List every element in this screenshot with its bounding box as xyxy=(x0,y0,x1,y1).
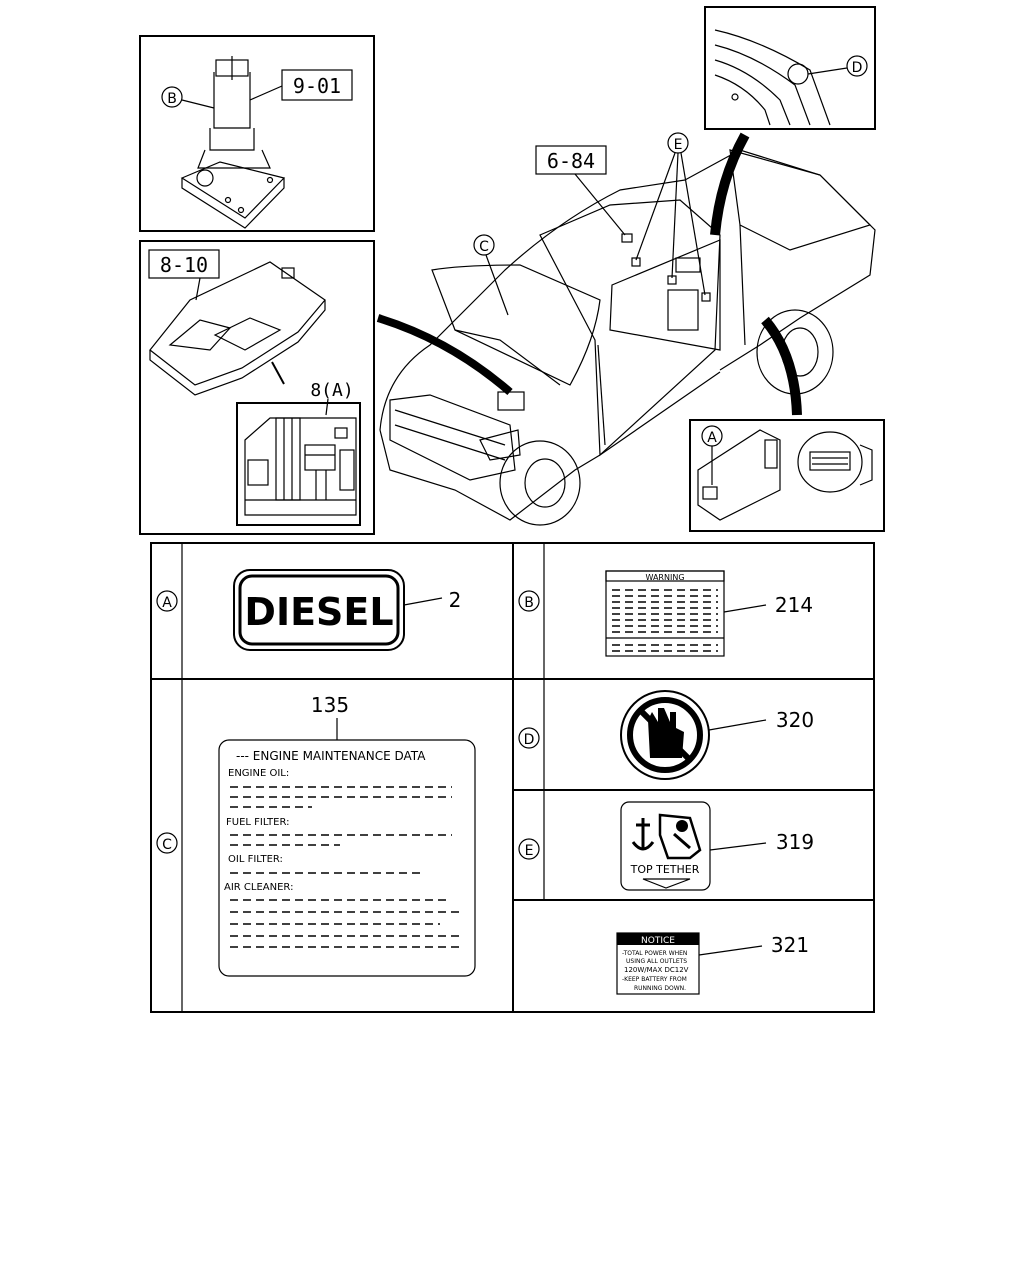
notice-line5: RUNNING DOWN. xyxy=(634,985,686,992)
row-e-letter: E xyxy=(525,843,534,859)
notice-line2: USING ALL OUTLETS xyxy=(626,958,687,965)
notice-line3: 120W/MAX DC12V xyxy=(624,966,689,974)
tether-part-no: 319 xyxy=(776,830,814,854)
notice-label: NOTICE -TOTAL POWER WHEN USING ALL OUTLE… xyxy=(616,932,700,995)
jack-inset: B 9-01 xyxy=(139,35,375,232)
engine-part-no: 135 xyxy=(311,693,349,717)
fuse-box-icon xyxy=(149,261,326,396)
tether-anchor-inset: D xyxy=(704,6,876,130)
warning-label: WARNING xyxy=(605,570,725,657)
truck-illustration xyxy=(379,149,876,526)
engine-oil-label: ENGINE OIL: xyxy=(228,768,289,779)
jack-ref-label: 9-01 xyxy=(293,74,341,98)
row-d-letter: D xyxy=(524,732,535,748)
diesel-text: DIESEL xyxy=(244,590,393,634)
callout-b-circle xyxy=(161,86,183,108)
fuse-sub-ref-label: 8(A) xyxy=(310,380,353,401)
notice-line1: -TOTAL POWER WHEN xyxy=(622,950,687,957)
parts-table xyxy=(150,542,875,1013)
notice-part-no: 321 xyxy=(771,933,809,957)
anchor-icon xyxy=(631,818,655,851)
fuse-panel-icon xyxy=(244,417,357,516)
callout-a-letter: A xyxy=(707,430,717,446)
callout-c-letter: C xyxy=(479,239,489,255)
fuel-filter-label: FUEL FILTER: xyxy=(226,817,289,828)
fuse-inset: 8-10 8(A) xyxy=(139,240,375,535)
cab-ref-label: 6-84 xyxy=(547,149,595,173)
notice-header: NOTICE xyxy=(641,936,675,946)
no-hand-sign-icon xyxy=(620,690,710,780)
callout-e-letter: E xyxy=(674,137,683,153)
jack-icon xyxy=(180,56,286,229)
notice-line4: -KEEP BATTERY FROM xyxy=(622,976,687,983)
row-b-letter: B xyxy=(524,595,534,611)
warning-part-no: 214 xyxy=(775,593,813,617)
fuse-ref-label: 8-10 xyxy=(160,253,208,277)
row-c-letter: C xyxy=(162,837,172,853)
callout-d-letter: D xyxy=(852,60,863,76)
callout-b-letter: B xyxy=(167,91,177,107)
fuel-lid-inset: A xyxy=(689,419,885,532)
child-seat-icon xyxy=(658,813,702,860)
row-a-letter: A xyxy=(162,595,172,611)
engine-title: --- ENGINE MAINTENANCE DATA xyxy=(236,749,426,763)
hand-sign-part-no: 320 xyxy=(776,708,814,732)
diesel-label: DIESEL xyxy=(233,569,405,651)
oil-filter-label: OIL FILTER: xyxy=(228,854,283,865)
tether-text: TOP TETHER xyxy=(630,863,700,876)
engine-maintenance-label: --- ENGINE MAINTENANCE DATA ENGINE OIL: … xyxy=(218,739,476,977)
warning-header: WARNING xyxy=(645,573,684,582)
air-cleaner-label: AIR CLEANER: xyxy=(224,882,293,893)
top-tether-label: TOP TETHER xyxy=(620,801,711,891)
diesel-part-no: 2 xyxy=(449,588,462,612)
